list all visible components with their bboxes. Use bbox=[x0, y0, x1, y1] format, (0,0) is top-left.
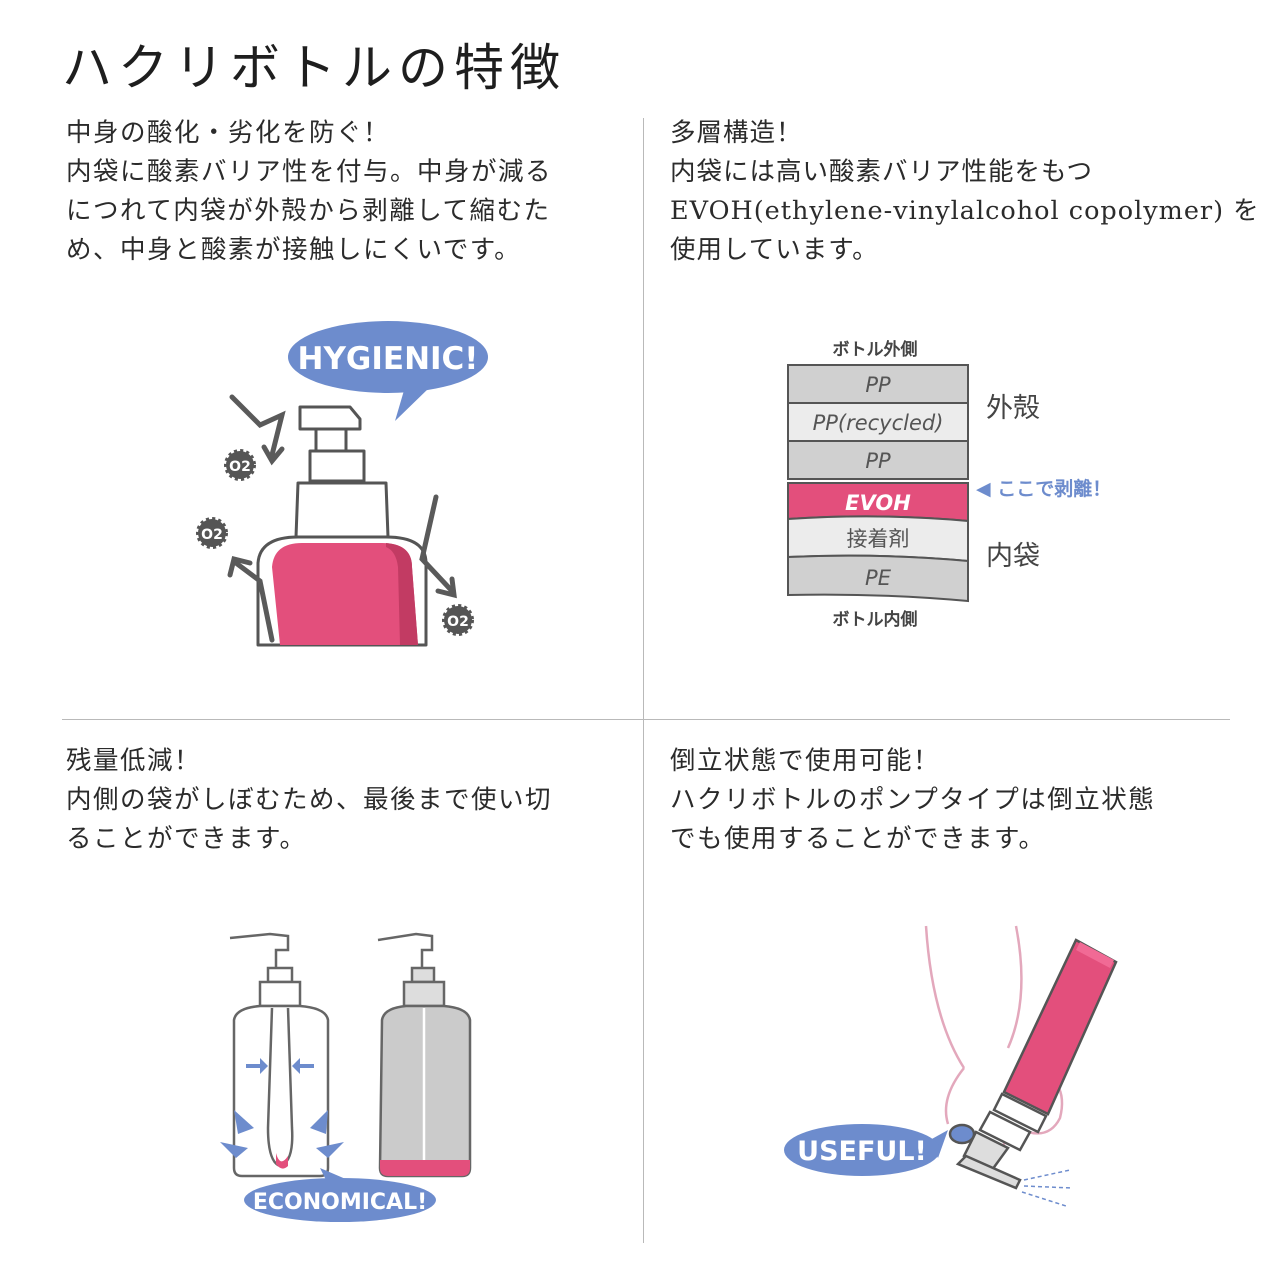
squeeze-arrows-icon bbox=[220, 1058, 344, 1158]
svg-text:PP: PP bbox=[865, 449, 891, 473]
panel-heading: 多層構造！ bbox=[670, 118, 803, 148]
panel-inverted: 倒立状態で使用可能！ ハクリボトルのポンプタイプは倒立状態 でも使用することがで… bbox=[670, 742, 1155, 859]
economical-illustration: ECONOMICAL! bbox=[220, 932, 472, 1222]
panel-multilayer: 多層構造！ 内袋には高い酸素バリア性能をもつ EVOH(ethylene-vin… bbox=[670, 114, 1260, 270]
oxygen-arrows-icon bbox=[227, 394, 457, 643]
panel-line: 内袋に酸素バリア性を付与。中身が減る bbox=[66, 157, 553, 187]
panel-line: 内袋には高い酸素バリア性能をもつ bbox=[670, 157, 1093, 187]
panel-residual: 残量低減！ 内側の袋がしぼむため、最後まで使い切 ることができます。 bbox=[66, 742, 552, 859]
layer-pe bbox=[787, 554, 969, 603]
vertical-divider bbox=[643, 118, 644, 1243]
inner-side-label: ボトル内側 bbox=[833, 609, 918, 630]
panel-heading: 中身の酸化・劣化を防ぐ！ bbox=[66, 118, 391, 148]
inverted-bottle-icon bbox=[948, 938, 1118, 1190]
svg-text:接着剤: 接着剤 bbox=[847, 527, 910, 551]
panel-text: 中身の酸化・劣化を防ぐ！ 内袋に酸素バリア性を付与。中身が減る につれて内袋が外… bbox=[66, 114, 552, 270]
panel-text: 残量低減！ 内側の袋がしぼむため、最後まで使い切 ることができます。 bbox=[66, 742, 552, 859]
useful-illustration: USEFUL! bbox=[784, 925, 1118, 1207]
economical-badge: ECONOMICAL! bbox=[244, 1168, 436, 1222]
svg-text:O2: O2 bbox=[229, 459, 251, 475]
svg-text:O2: O2 bbox=[201, 527, 223, 543]
panel-line: め、中身と酸素が接触しにくいです。 bbox=[66, 235, 522, 265]
badge-label: ECONOMICAL! bbox=[253, 1190, 427, 1215]
hygienic-badge: HYGIENIC! bbox=[288, 321, 488, 421]
badge-label: USEFUL! bbox=[797, 1136, 927, 1167]
squeezed-bottle-icon bbox=[229, 932, 330, 1178]
oxygen-molecule-icon: O2 O2 O2 bbox=[196, 449, 474, 636]
panel-oxidation: 中身の酸化・劣化を防ぐ！ 内袋に酸素バリア性を付与。中身が減る につれて内袋が外… bbox=[66, 114, 552, 270]
layer-pp-recycled bbox=[787, 402, 969, 442]
bag-label: 内袋 bbox=[986, 541, 1040, 572]
spray-lines-icon bbox=[1021, 1169, 1073, 1207]
hygienic-illustration: HYGIENIC! O2 O2 O2 bbox=[196, 321, 488, 647]
svg-text:PE: PE bbox=[865, 566, 892, 590]
panel-heading: 倒立状態で使用可能！ bbox=[670, 746, 941, 776]
layer-pp-outer bbox=[787, 364, 969, 404]
panel-line: ハクリボトルのポンプタイプは倒立状態 bbox=[670, 785, 1156, 815]
svg-text:PP(recycled): PP(recycled) bbox=[813, 411, 944, 435]
horizontal-divider bbox=[62, 719, 1230, 720]
full-bottle-icon bbox=[377, 932, 472, 1178]
panel-text: 多層構造！ 内袋には高い酸素バリア性能をもつ EVOH(ethylene-vin… bbox=[670, 114, 1260, 270]
peel-note: ◀ ここで剥離！ bbox=[976, 477, 1111, 500]
hand-icon bbox=[924, 925, 1064, 1154]
panel-line: ることができます。 bbox=[66, 824, 307, 854]
layer-pp bbox=[787, 440, 969, 480]
svg-text:PP: PP bbox=[865, 373, 891, 397]
svg-text:O2: O2 bbox=[447, 614, 469, 630]
panel-line: でも使用することができます。 bbox=[670, 824, 1046, 854]
panel-line: 使用しています。 bbox=[670, 235, 879, 265]
pump-bottle-icon bbox=[256, 405, 428, 647]
shell-label: 外殻 bbox=[986, 393, 1040, 424]
useful-badge: USEFUL! bbox=[784, 1124, 948, 1176]
badge-label: HYGIENIC! bbox=[298, 341, 479, 377]
panel-heading: 残量低減！ bbox=[66, 746, 202, 776]
outer-side-label: ボトル外側 bbox=[833, 339, 918, 360]
page-title: ハクリボトルの特徴 bbox=[62, 39, 566, 97]
panel-text: 倒立状態で使用可能！ ハクリボトルのポンプタイプは倒立状態 でも使用することがで… bbox=[670, 742, 1155, 859]
panel-line: につれて内袋が外殻から剥離して縮むた bbox=[66, 196, 551, 226]
panel-line: 内側の袋がしぼむため、最後まで使い切 bbox=[66, 785, 553, 815]
svg-text:EVOH: EVOH bbox=[845, 491, 911, 515]
panel-line: EVOH(ethylene-vinylalcohol copolymer) を bbox=[670, 196, 1260, 226]
layer-diagram: ボトル外側 PP PP(recycled) PP EVOH 接着剤 PE ボトル… bbox=[787, 339, 1111, 630]
